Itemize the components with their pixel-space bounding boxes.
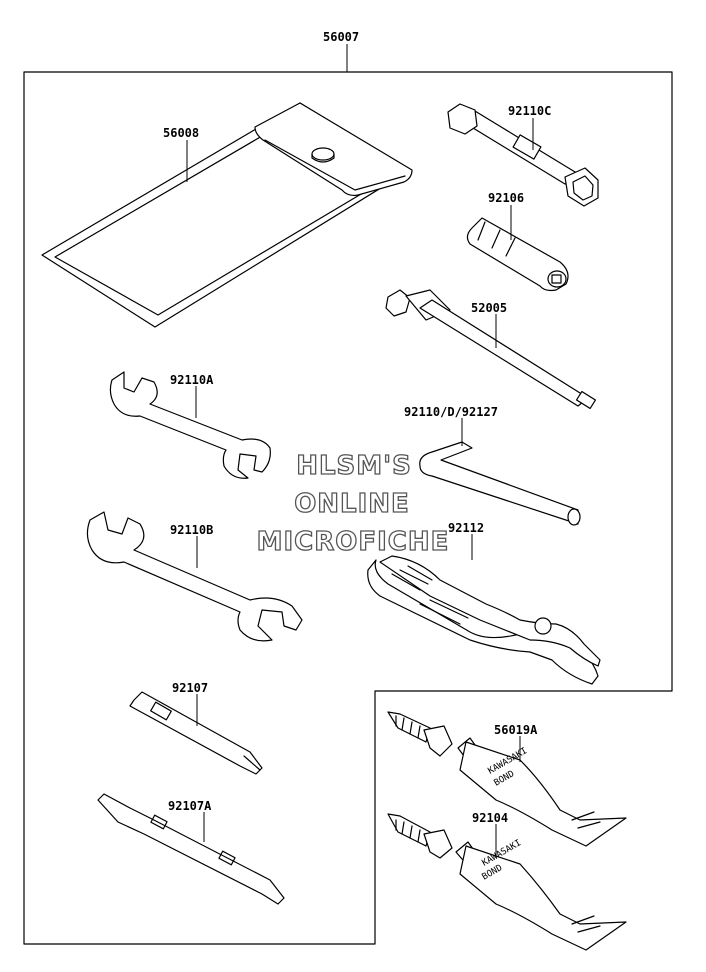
part-label-92110a[interactable]: 92110A — [170, 373, 214, 387]
assembly-number-label[interactable]: 56007 — [323, 30, 359, 44]
part-label-92107a[interactable]: 92107A — [168, 799, 212, 813]
part-label-56019a[interactable]: 56019A — [494, 723, 538, 737]
part-label-92106[interactable]: 92106 — [488, 191, 524, 205]
part-label-56008[interactable]: 56008 — [163, 126, 199, 140]
extension-bar-52005-part[interactable] — [385, 289, 597, 410]
part-label-92110b[interactable]: 92110B — [170, 523, 213, 537]
hex-key-92110d-part[interactable] — [419, 441, 581, 526]
screwdriver-92107-part[interactable] — [129, 691, 263, 775]
watermark-line2: ONLINE — [294, 489, 410, 519]
socket-92106-part[interactable] — [466, 217, 569, 292]
pliers-92112-part[interactable] — [367, 555, 601, 685]
part-label-92107[interactable]: 92107 — [172, 681, 208, 695]
part-label-52005[interactable]: 52005 — [471, 301, 507, 315]
bond-tube-92104-part[interactable] — [387, 813, 627, 951]
tool-bag-part[interactable] — [41, 102, 413, 328]
part-label-92110d[interactable]: 92110/D/92127 — [404, 405, 498, 419]
open-wrench-92110b-part[interactable] — [86, 511, 303, 642]
part-label-92110c[interactable]: 92110C — [508, 104, 551, 118]
screwdriver-handle-92107a-part[interactable] — [97, 793, 285, 905]
box-wrench-92110c-part[interactable] — [447, 103, 599, 207]
part-label-92112[interactable]: 92112 — [448, 521, 484, 535]
open-wrench-92110a-part[interactable] — [109, 371, 271, 479]
bond-tube-56019a-part[interactable] — [387, 711, 627, 847]
watermark-line3: MICROFICHE — [257, 527, 450, 557]
watermark-line1: HLSM'S — [296, 451, 412, 481]
part-label-92104[interactable]: 92104 — [472, 811, 508, 825]
assembly-frame — [23, 71, 673, 945]
